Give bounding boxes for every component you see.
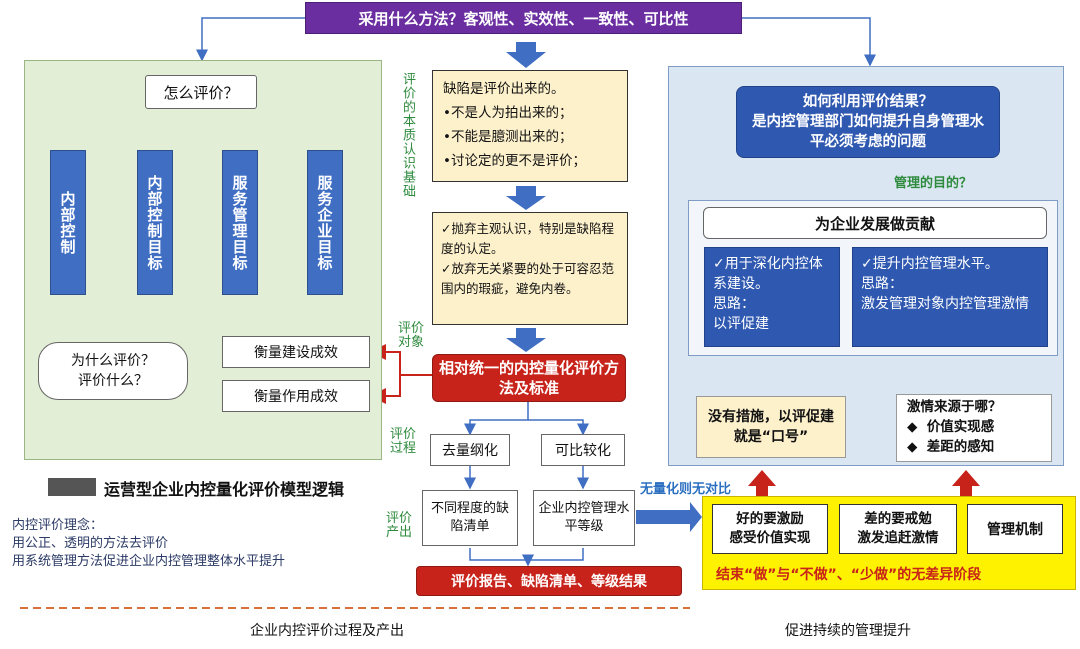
footer-right-label: 促进持续的管理提升: [785, 623, 911, 639]
bad-warning-box: 差的要戒勉 激发追赶激情: [839, 504, 957, 554]
contribute-enterprise-box: 为企业发展做贡献: [703, 207, 1047, 239]
model-caption: 运营型企业内控量化评价模型逻辑: [104, 480, 345, 499]
management-level-box: 企业内控管理水平等级: [533, 490, 635, 546]
top-banner: 采用什么方法？客观性、实效性、一致性、可比性: [305, 2, 742, 34]
good-incentive-box: 好的要激励 感受价值实现: [712, 504, 828, 554]
flow-service-enterprise-objective: 服务企业目标: [307, 150, 343, 295]
management-purpose-label: 管理的目的？: [894, 176, 973, 191]
unified-standard-box: 相对统一的内控量化评价方法及标准: [432, 354, 626, 402]
management-mechanism-box: 管理机制: [967, 504, 1063, 554]
abandon-subjective-box: ✓抛弃主观认识，特别是缺陷程度的认定。 ✓放弃无关紧要的处于可容忍范围内的瑕疵，…: [432, 212, 628, 325]
evaluation-philosophy: 内控评价理念： 用公正、透明的方法去评价 用系统管理方法促进企业内控管理整体水平…: [12, 518, 286, 569]
evaluation-report-box: 评价报告、缺陷清单、等级结果: [416, 566, 682, 596]
flow-service-management-objective: 服务管理目标: [222, 150, 258, 295]
label-process: 评价过程: [390, 427, 417, 456]
flow-control-objective: 内部控制目标: [137, 150, 173, 295]
how-to-use-results-box: 如何利用评价结果？ 是内控管理部门如何提升自身管理水平必须考虑的问题: [736, 86, 1000, 158]
connector-standard-measure1: [370, 344, 432, 376]
how-question-box: 怎么评价？: [145, 75, 257, 109]
flow-internal-control: 内部控制: [50, 150, 86, 295]
measure-construction-box: 衡量建设成效: [222, 336, 370, 368]
connector-banner-right: [742, 17, 876, 67]
deepen-control-box: ✓用于深化内控体系建设。 思路： 以评促建: [704, 247, 840, 347]
footer-left-label: 企业内控评价过程及产出: [250, 623, 404, 639]
label-output: 评价产出: [386, 511, 413, 540]
dequantification-box: 去量纲化: [430, 434, 510, 466]
measure-effect-box: 衡量作用成效: [222, 380, 370, 412]
why-question-box: 为什么评价？ 评价什么？: [38, 342, 188, 400]
slogan-box: 没有措施，以评促建就是“口号”: [696, 396, 846, 458]
comparability-box: 可比较化: [541, 434, 625, 466]
connector-banner-left: [196, 17, 305, 62]
label-essence: 评价的本质认识基础: [400, 72, 415, 198]
passion-source-box: 激情来源于哪？ ◆ 价值实现感 ◆ 差距的感知: [896, 394, 1052, 462]
ending-stage-label: 结束“做”与“不做”、“少做”的无差异阶段: [716, 567, 982, 583]
connector-standard-branch: [464, 402, 529, 436]
defect-evaluation-box: 缺陷是评价出来的。 •不是人为拍出来的； •不能是臆测出来的； •讨论定的更不是…: [432, 70, 628, 182]
label-object: 评价对象: [398, 321, 425, 350]
no-compare-label: 无量化则无对比: [640, 482, 732, 497]
improve-level-box: ✓提升内控管理水平。 思路： 激发管理对象内控管理激情: [852, 247, 1048, 347]
defect-list-box: 不同程度的缺陷清单: [422, 490, 518, 546]
caption-marker: [48, 478, 96, 496]
